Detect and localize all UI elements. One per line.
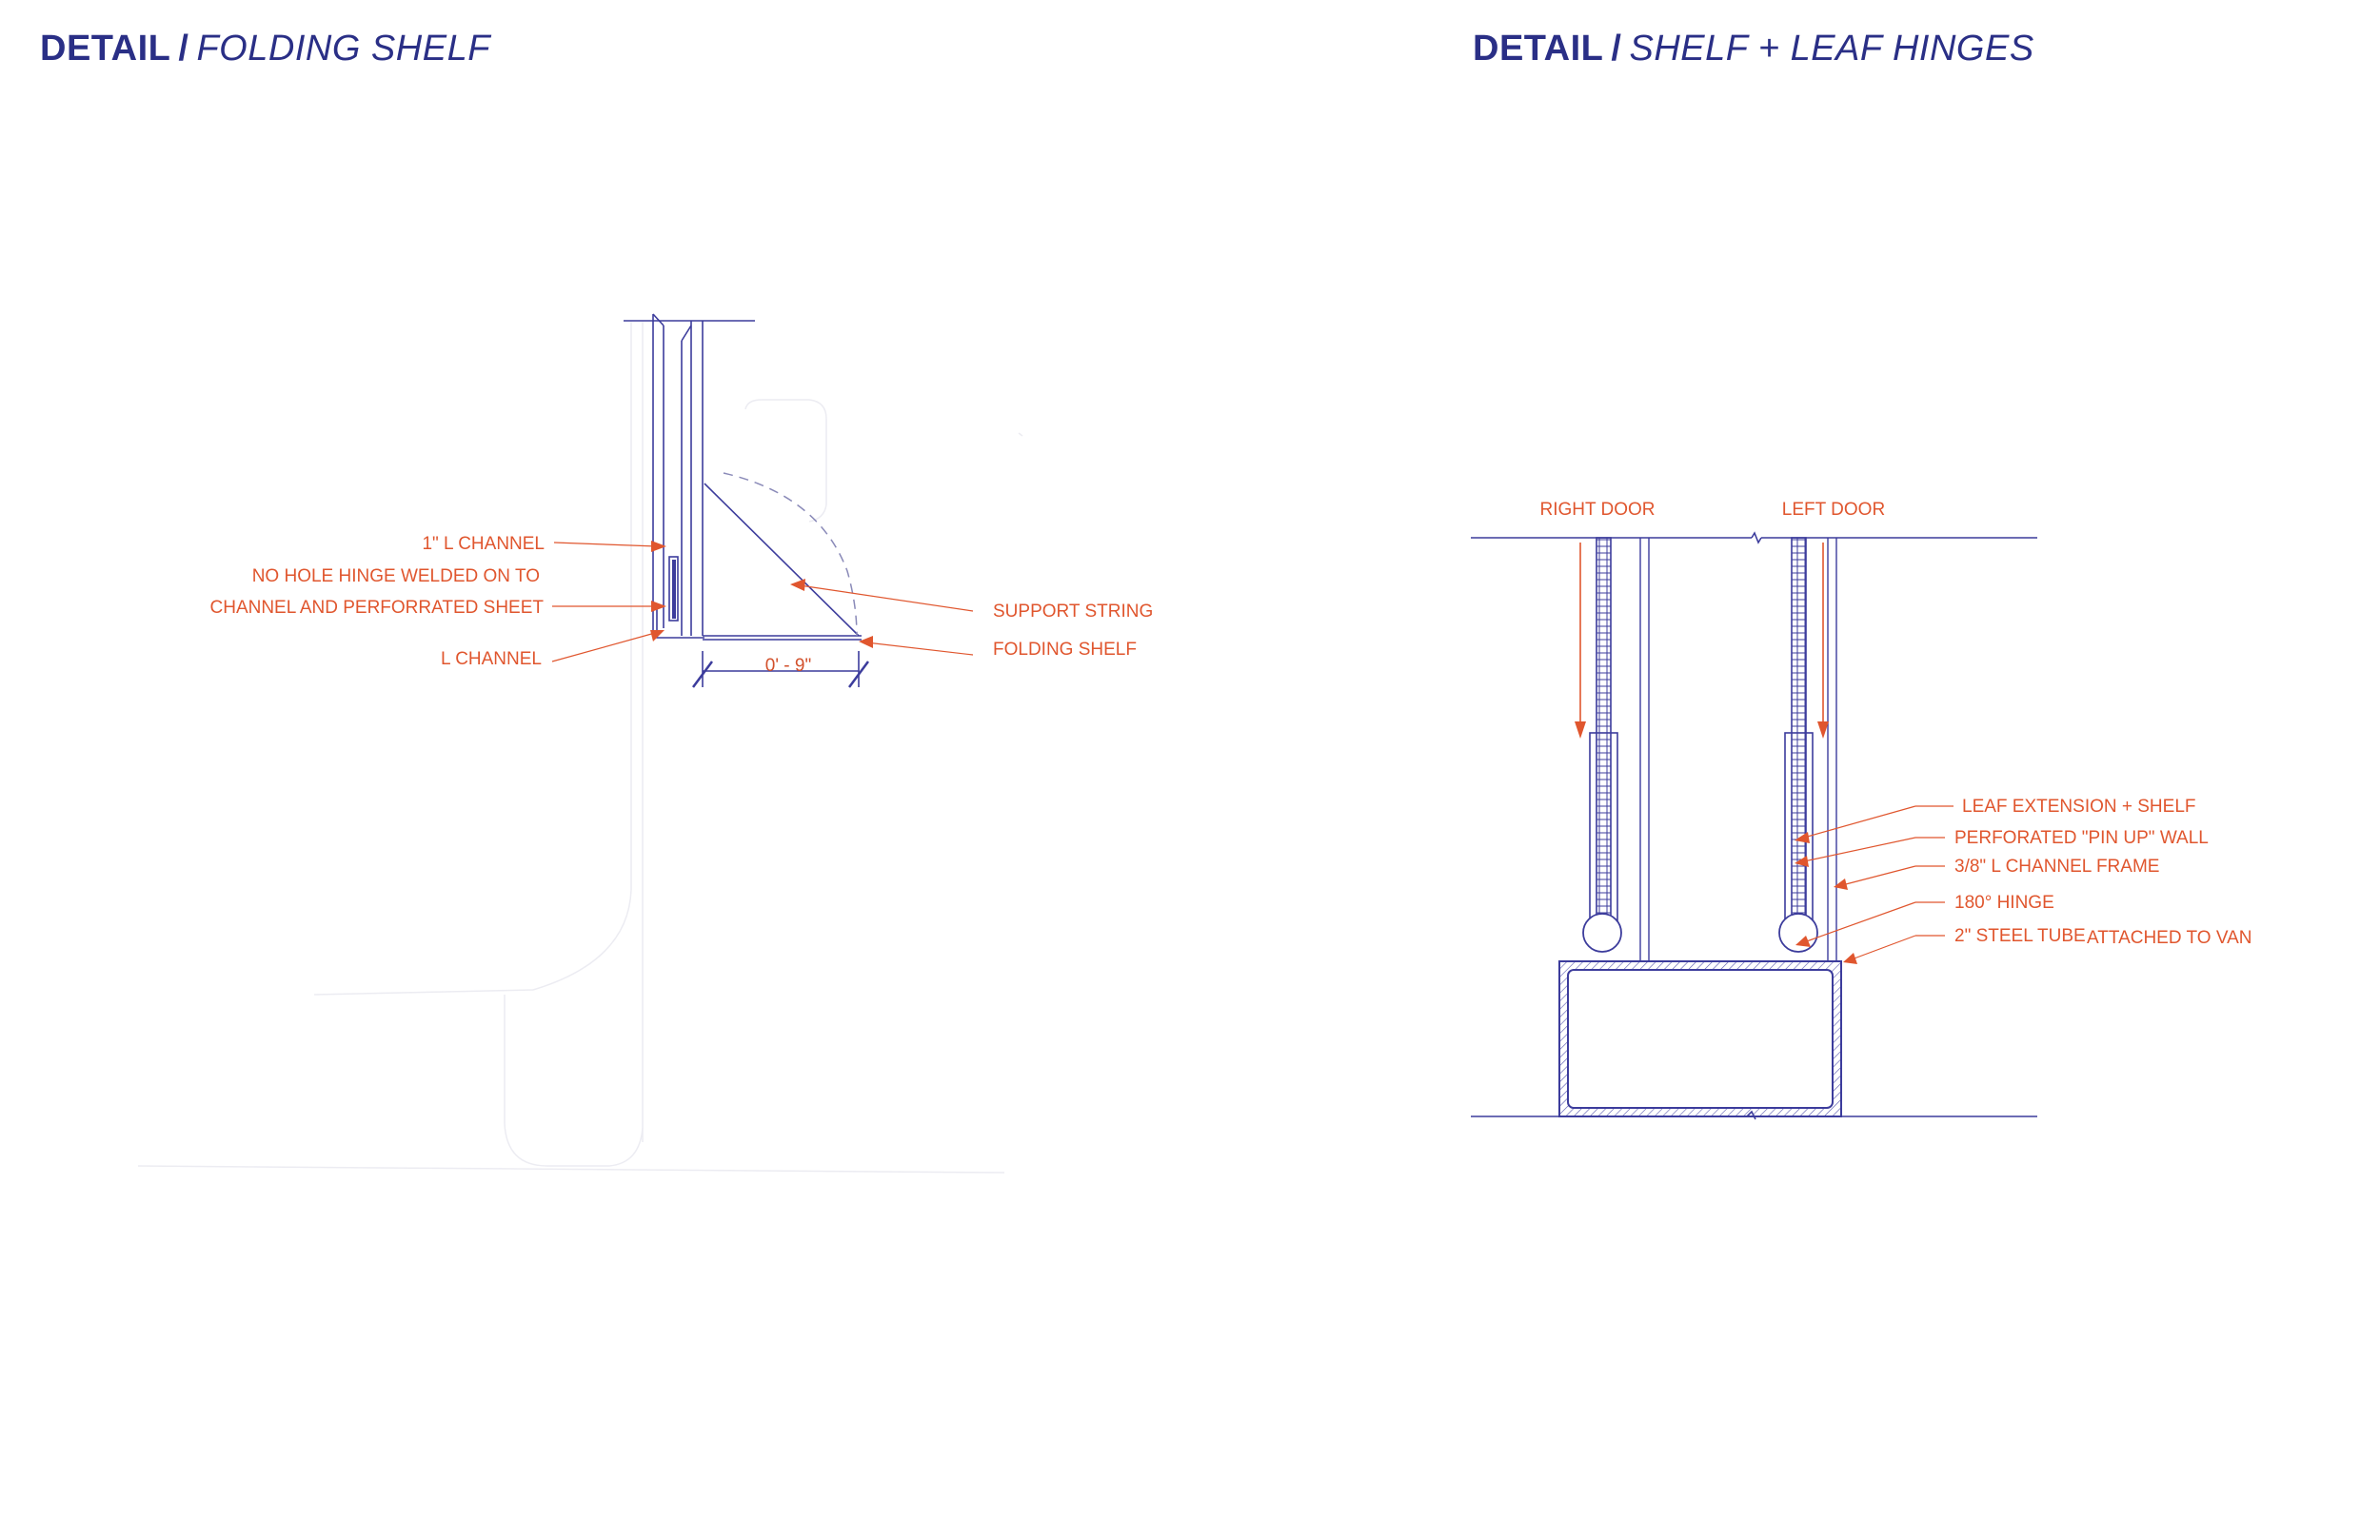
right-detail-title: DETAIL/SHELF + LEAF HINGES	[1473, 29, 2034, 69]
label-support-string: SUPPORT STRING	[993, 602, 1153, 622]
folding-shelf-drawing: 1" L CHANNEL NO HOLE HINGE WELDED ON TO …	[137, 313, 1153, 1174]
van-outline	[137, 322, 1023, 1174]
wall-section	[624, 313, 870, 688]
label-perforated-wall: PERFORATED "PIN UP" WALL	[1954, 828, 2209, 848]
right-title-bold: DETAIL	[1473, 29, 1604, 69]
right-arrowheads	[1795, 832, 1857, 964]
label-hinge-line2: CHANNEL AND PERFORRATED SHEET	[210, 598, 545, 618]
label-right-door: RIGHT DOOR	[1539, 500, 1655, 520]
left-arrowheads	[650, 541, 873, 648]
left-detail-title: DETAIL/FOLDING SHELF	[40, 29, 490, 69]
left-door-panel	[1778, 537, 1837, 961]
label-folding-shelf: FOLDING SHELF	[993, 640, 1137, 660]
right-title-separator: /	[1611, 29, 1622, 69]
dimension-shelf-depth: 0' - 9"	[765, 656, 811, 676]
left-title-sub: FOLDING SHELF	[196, 29, 490, 69]
steel-tube	[1558, 960, 1842, 1117]
label-steel-tube: 2" STEEL TUBE	[1954, 926, 2086, 946]
leaf-hinges-drawing: RIGHT DOOR LEFT DOOR LEAF EXTENSION + SH…	[1471, 500, 2252, 1120]
left-leaders	[551, 542, 974, 662]
label-hinge: 180° HINGE	[1954, 893, 2054, 913]
left-title-separator: /	[178, 29, 189, 69]
label-hinge-line1: NO HOLE HINGE WELDED ON TO	[252, 566, 540, 586]
right-title-sub: SHELF + LEAF HINGES	[1629, 29, 2034, 69]
left-title-bold: DETAIL	[40, 29, 171, 69]
label-left-door: LEFT DOOR	[1782, 500, 1885, 520]
door-arrowheads	[1575, 721, 1829, 739]
right-leaders	[1803, 805, 1954, 960]
fold-swing-arc	[723, 472, 858, 637]
label-l-channel: L CHANNEL	[441, 649, 542, 669]
door-arrows	[1579, 543, 1824, 725]
label-channel-frame: 3/8" L CHANNEL FRAME	[1954, 857, 2159, 877]
label-l-channel-1in: 1" L CHANNEL	[422, 534, 545, 554]
label-attached-to-van: ATTACHED TO VAN	[2087, 928, 2252, 948]
label-leaf-extension: LEAF EXTENSION + SHELF	[1962, 797, 2196, 817]
right-door-panel	[1582, 537, 1650, 961]
